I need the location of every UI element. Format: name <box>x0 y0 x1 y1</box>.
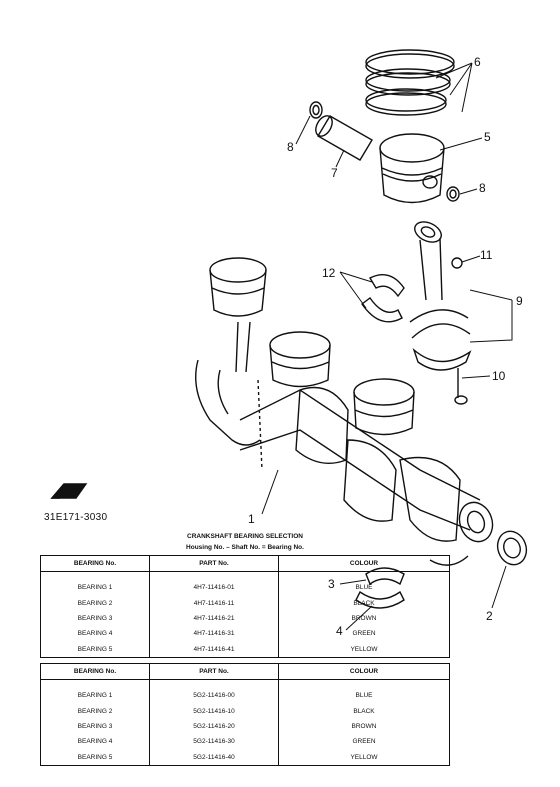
table-header: BEARING No. PART No. COLOUR <box>40 663 450 680</box>
bearing-table-2: BEARING No. PART No. COLOUR BEARING 1 5G… <box>40 663 450 766</box>
table-row: BEARING 2 4H7-11416-11 BLACK <box>40 595 450 611</box>
bearing-no: BEARING 4 <box>40 626 150 642</box>
bearing-no: BEARING 1 <box>40 688 150 704</box>
callout-10: 10 <box>492 369 506 383</box>
colour: GREEN <box>352 738 376 746</box>
table-row: BEARING 3 5G2-11416-20 BROWN <box>40 718 450 735</box>
oil-seal <box>496 530 528 566</box>
bearing-table-1: BEARING No. PART No. COLOUR BEARING 1 4H… <box>40 555 450 658</box>
bearing-no: BEARING 5 <box>40 641 150 658</box>
circlips <box>309 101 460 202</box>
part-no: 5G2-11416-30 <box>149 734 279 750</box>
part-no: 4H7-11416-21 <box>149 610 279 627</box>
table-row: BEARING 4 5G2-11416-30 GREEN <box>40 734 450 750</box>
conrod-bearings <box>361 274 405 323</box>
piston-pin <box>315 115 373 161</box>
piston-rings <box>365 49 455 116</box>
colour: YELLOW <box>350 753 378 761</box>
bearing-no: BEARING 4 <box>40 734 150 750</box>
column-header: BEARING No. <box>40 555 150 572</box>
column-header: COLOUR <box>278 663 450 680</box>
part-no: 5G2-11416-10 <box>149 703 279 719</box>
colour: BLUE <box>355 692 373 700</box>
callout-2: 2 <box>486 609 493 623</box>
front-arrow-icon <box>50 483 88 499</box>
colour: YELLOW <box>350 645 378 653</box>
callout-5: 5 <box>484 130 491 144</box>
crankshaft-assembly <box>195 257 494 566</box>
table-row: BEARING 1 5G2-11416-00 BLUE <box>40 688 450 704</box>
colour: BROWN <box>351 614 377 622</box>
table-row: BEARING 1 4H7-11416-01 BLUE <box>40 580 450 596</box>
callout-8-left: 8 <box>287 140 294 154</box>
rod-fasteners <box>451 257 468 405</box>
table-row: BEARING 5 5G2-11416-40 YELLOW <box>40 749 450 766</box>
table-header: BEARING No. PART No. COLOUR <box>40 555 450 572</box>
callout-6: 6 <box>474 55 481 69</box>
callout-3: 3 <box>328 577 335 591</box>
bearing-no: BEARING 1 <box>40 580 150 596</box>
callout-11: 11 <box>480 248 493 262</box>
part-no: 5G2-11416-40 <box>149 749 279 766</box>
part-no: 5G2-11416-00 <box>149 688 279 704</box>
drawing-number: 31E171-3030 <box>44 512 108 523</box>
part-no: 5G2-11416-20 <box>149 718 279 735</box>
callout-12: 12 <box>322 266 336 280</box>
part-no: 4H7-11416-41 <box>149 641 279 658</box>
selection-formula: Housing No. – Shaft No. = Bearing No. <box>186 544 304 551</box>
table-spacer <box>40 571 450 580</box>
bearing-no: BEARING 2 <box>40 595 150 611</box>
callout-4: 4 <box>336 624 343 638</box>
callout-1: 1 <box>248 512 255 526</box>
column-header: BEARING No. <box>40 663 150 680</box>
bearing-no: BEARING 3 <box>40 610 150 627</box>
colour: BLACK <box>353 599 375 607</box>
column-header: PART No. <box>149 555 279 572</box>
callout-9: 9 <box>516 294 523 308</box>
table-row: BEARING 4 4H7-11416-31 GREEN <box>40 626 450 642</box>
bearing-no: BEARING 5 <box>40 749 150 766</box>
piston-upper <box>379 133 445 204</box>
colour: BLUE <box>355 584 373 592</box>
column-header: PART No. <box>149 663 279 680</box>
selection-title: CRANKSHAFT BEARING SELECTION <box>187 533 303 540</box>
colour: BROWN <box>351 722 377 730</box>
bearing-no: BEARING 2 <box>40 703 150 719</box>
part-no: 4H7-11416-11 <box>149 595 279 611</box>
column-header: COLOUR <box>278 555 450 572</box>
colour: GREEN <box>352 630 376 638</box>
table-row: BEARING 3 4H7-11416-21 BROWN <box>40 610 450 627</box>
table-row: BEARING 2 5G2-11416-10 BLACK <box>40 703 450 719</box>
callout-8-right: 8 <box>479 181 486 195</box>
table-spacer <box>40 679 450 688</box>
callout-7: 7 <box>331 166 338 180</box>
leader-lines <box>261 62 513 631</box>
bearing-no: BEARING 3 <box>40 718 150 735</box>
table-row: BEARING 5 4H7-11416-41 YELLOW <box>40 641 450 658</box>
part-no: 4H7-11416-31 <box>149 626 279 642</box>
connecting-rod <box>409 221 472 371</box>
part-no: 4H7-11416-01 <box>149 580 279 596</box>
colour: BLACK <box>353 707 375 715</box>
